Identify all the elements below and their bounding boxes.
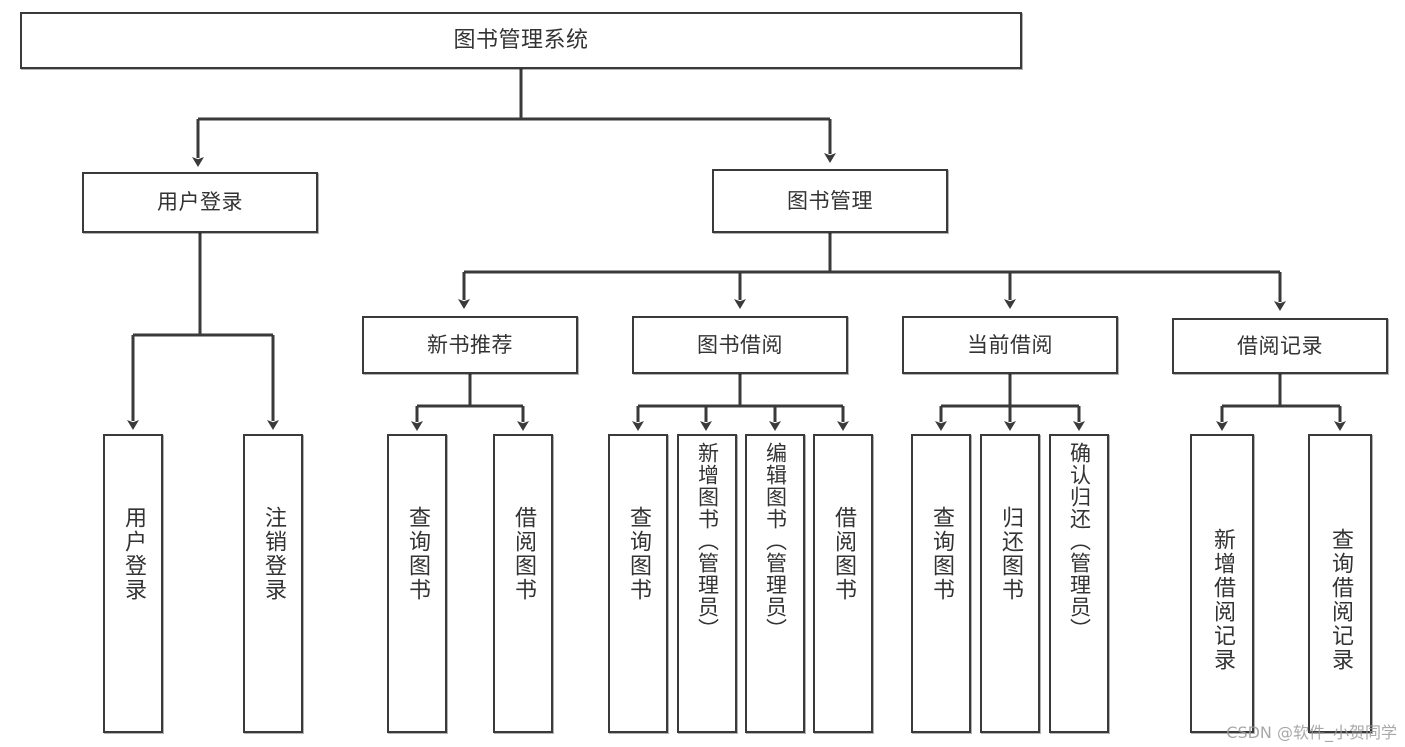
leaf-book-borrow-borrow[interactable]: 借阅图书	[813, 434, 873, 733]
node-user-login[interactable]: 用户登录	[82, 172, 318, 233]
leaf-user-login-logout[interactable]: 注销登录	[243, 434, 303, 733]
node-label: 新书推荐	[427, 332, 513, 357]
leaf-borrow-record-add[interactable]: 新增借阅记录	[1190, 434, 1254, 733]
csdn-watermark: CSDN @软件_小贺同学	[1226, 723, 1397, 742]
node-label: 图书管理系统	[453, 27, 589, 53]
node-label: 当前借阅	[967, 332, 1053, 357]
leaf-book-borrow-query[interactable]: 查询图书	[608, 434, 668, 733]
leaf-current-borrow-confirm[interactable]: 确认归还（管理员）	[1049, 434, 1109, 733]
node-label: 查询图书	[626, 506, 651, 602]
node-label: 借阅图书	[511, 506, 536, 602]
node-label: 注销登录	[261, 506, 286, 602]
leaf-user-login-login[interactable]: 用户登录	[103, 434, 163, 733]
node-label: 图书管理	[787, 188, 873, 213]
leaf-new-book-query[interactable]: 查询图书	[387, 434, 447, 733]
leaf-current-borrow-return[interactable]: 归还图书	[980, 434, 1040, 733]
node-label: 图书借阅	[697, 332, 783, 357]
node-label: 新增借阅记录	[1210, 528, 1235, 672]
leaf-book-borrow-edit[interactable]: 编辑图书（管理员）	[745, 434, 805, 733]
node-current-borrow[interactable]: 当前借阅	[902, 316, 1118, 374]
node-label: 查询借阅记录	[1328, 528, 1353, 672]
node-label: 编辑图书（管理员）	[763, 442, 788, 640]
node-label: 用户登录	[121, 506, 146, 602]
node-label: 借阅记录	[1237, 333, 1323, 358]
leaf-borrow-record-query[interactable]: 查询借阅记录	[1308, 434, 1372, 733]
leaf-current-borrow-query[interactable]: 查询图书	[911, 434, 971, 733]
node-label: 查询图书	[929, 506, 954, 602]
node-root-system[interactable]: 图书管理系统	[20, 12, 1022, 69]
leaf-book-borrow-add[interactable]: 新增图书（管理员）	[677, 434, 737, 733]
node-label: 确认归还（管理员）	[1067, 442, 1092, 640]
node-borrow-record[interactable]: 借阅记录	[1172, 318, 1388, 374]
node-book-borrow[interactable]: 图书借阅	[632, 316, 848, 374]
node-label: 借阅图书	[831, 506, 856, 602]
node-label: 查询图书	[405, 506, 430, 602]
node-new-book-recommend[interactable]: 新书推荐	[362, 316, 578, 374]
node-label: 归还图书	[998, 506, 1023, 602]
node-label: 新增图书（管理员）	[695, 442, 720, 640]
leaf-new-book-borrow[interactable]: 借阅图书	[493, 434, 553, 733]
node-label: 用户登录	[157, 190, 243, 215]
node-book-management[interactable]: 图书管理	[712, 169, 948, 233]
